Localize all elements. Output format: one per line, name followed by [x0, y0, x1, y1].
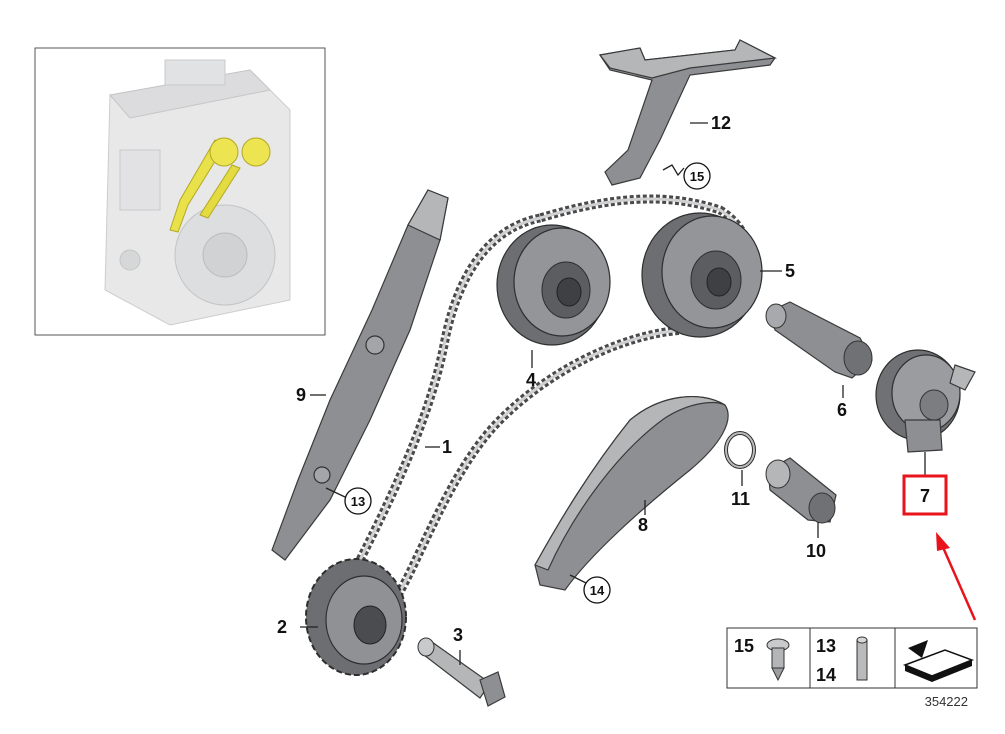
chain-guide-rail[interactable]	[534, 395, 729, 591]
callout-3: 3	[453, 625, 463, 645]
intake-camshaft-adjuster[interactable]	[496, 224, 611, 346]
legend-13: 13	[816, 636, 836, 656]
seal-ring[interactable]	[724, 431, 756, 469]
leader-lines	[300, 122, 926, 665]
crankshaft-sprocket[interactable]	[305, 558, 407, 676]
diagram-id: 354222	[925, 694, 968, 709]
engine-timing-highlight	[169, 137, 271, 233]
chain-guide-bracket[interactable]	[598, 39, 778, 186]
camshaft-actuator[interactable]	[875, 349, 976, 453]
dowel-pin-icon	[856, 636, 868, 681]
catalog-page-icon	[902, 640, 975, 682]
callout-14: 14	[590, 583, 605, 598]
callout-1: 1	[442, 437, 452, 457]
red-pointer-arrow	[936, 532, 977, 621]
callout-5: 5	[785, 261, 795, 281]
callout-6: 6	[837, 400, 847, 420]
circled-callouts: 13 14 15	[344, 162, 711, 604]
callout-7: 7	[920, 486, 930, 506]
sprocket-bolt[interactable]	[417, 637, 506, 707]
chain-tensioner[interactable]	[765, 457, 837, 524]
engine-illustration	[104, 59, 291, 326]
callout-9: 9	[296, 385, 306, 405]
callout-4: 4	[526, 370, 536, 390]
torx-screw-icon	[766, 638, 790, 682]
callout-13: 13	[351, 494, 365, 509]
callout-8: 8	[638, 515, 648, 535]
legend-15: 15	[734, 636, 754, 656]
engine-inset[interactable]	[34, 47, 326, 336]
exhaust-camshaft-adjuster[interactable]	[641, 212, 763, 338]
highlighted-callout-7[interactable]: 7	[902, 474, 948, 516]
callout-labels: 1 2 3 4 5 6 8 9 10 11 12	[277, 113, 847, 645]
callout-12: 12	[711, 113, 731, 133]
central-valve[interactable]	[765, 301, 873, 379]
callout-15: 15	[690, 169, 704, 184]
callout-2: 2	[277, 617, 287, 637]
callout-11: 11	[731, 489, 750, 509]
legend-14: 14	[816, 665, 836, 685]
callout-10: 10	[806, 541, 826, 561]
tensioner-rail[interactable]	[271, 189, 449, 561]
fastener-legend: 15 13 14	[726, 627, 978, 689]
